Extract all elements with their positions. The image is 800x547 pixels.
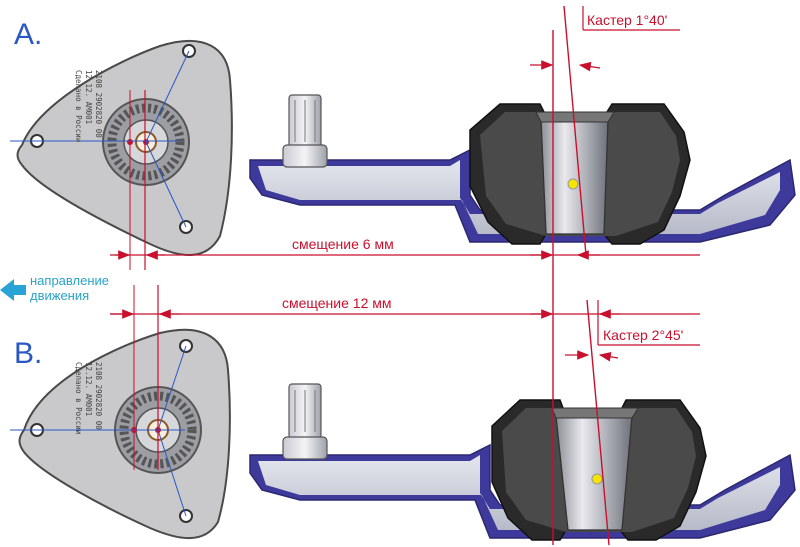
bushing-top-a xyxy=(535,111,615,123)
mount-side-view-a xyxy=(249,94,796,245)
pivot-point-a xyxy=(567,178,579,190)
offset-label-b: смещение 12 мм xyxy=(282,295,392,311)
bushing-a xyxy=(540,119,609,235)
mount-side-view-b xyxy=(249,383,796,541)
mount-stamp-a-2: 12.12. АМ001 xyxy=(84,70,93,124)
mount-stamp-a-1: 2108 2902820 00 xyxy=(94,70,103,138)
caster-label-b: Кастер 2°45' xyxy=(603,327,683,343)
bearing-ribs-a xyxy=(107,103,185,181)
caster-arrow-b-right xyxy=(598,352,619,362)
offset-label-a: смещение 6 мм xyxy=(292,236,394,252)
stud-nut-a xyxy=(282,144,328,168)
pivot-point-b xyxy=(591,473,603,485)
mount-top-view-a: 2108 2902820 00 12.12. АМ001 Сделано в Р… xyxy=(10,39,233,256)
direction-line-2: движения xyxy=(30,288,89,303)
axis-line-b-bottom xyxy=(157,429,187,517)
caster-label-a: Кастер 1°40' xyxy=(587,12,667,28)
mount-stamp-b-2: 12.12. АМ001 xyxy=(84,362,93,416)
mount-stamp-b-1: 2108 2902820 00 xyxy=(94,362,103,430)
strut-axis-b xyxy=(586,299,610,546)
bushing-top-b xyxy=(551,407,639,419)
strut-axis-a xyxy=(563,5,587,256)
stud-nut-b xyxy=(282,436,328,460)
axis-line-a-top xyxy=(145,50,190,143)
bushing-b xyxy=(555,415,633,531)
section-a-letter: A. xyxy=(14,18,42,51)
mount-stamp-b-3: Сделано в России xyxy=(74,362,83,434)
caster-arrow-a-right xyxy=(578,61,601,72)
section-b-letter: B. xyxy=(14,337,42,370)
section-a: A. 2108 2902820 00 12.12. АМ001 Сделано … xyxy=(10,5,796,270)
bearing-ribs-b xyxy=(119,391,197,469)
direction-line-1: направление xyxy=(30,273,109,288)
mount-top-view-b: 2108 2902820 00 12.12. АМ001 Сделано в Р… xyxy=(10,328,231,540)
axis-line-b-top xyxy=(157,345,187,431)
section-b: B. 2108 2902820 00 12.12. АМ001 Сделано … xyxy=(10,270,796,546)
mount-stamp-a-3: Сделано в России xyxy=(74,70,83,142)
direction-arrow-icon xyxy=(0,279,26,301)
axis-line-a-bottom xyxy=(145,141,187,228)
direction-indicator: направление движения xyxy=(0,273,109,303)
